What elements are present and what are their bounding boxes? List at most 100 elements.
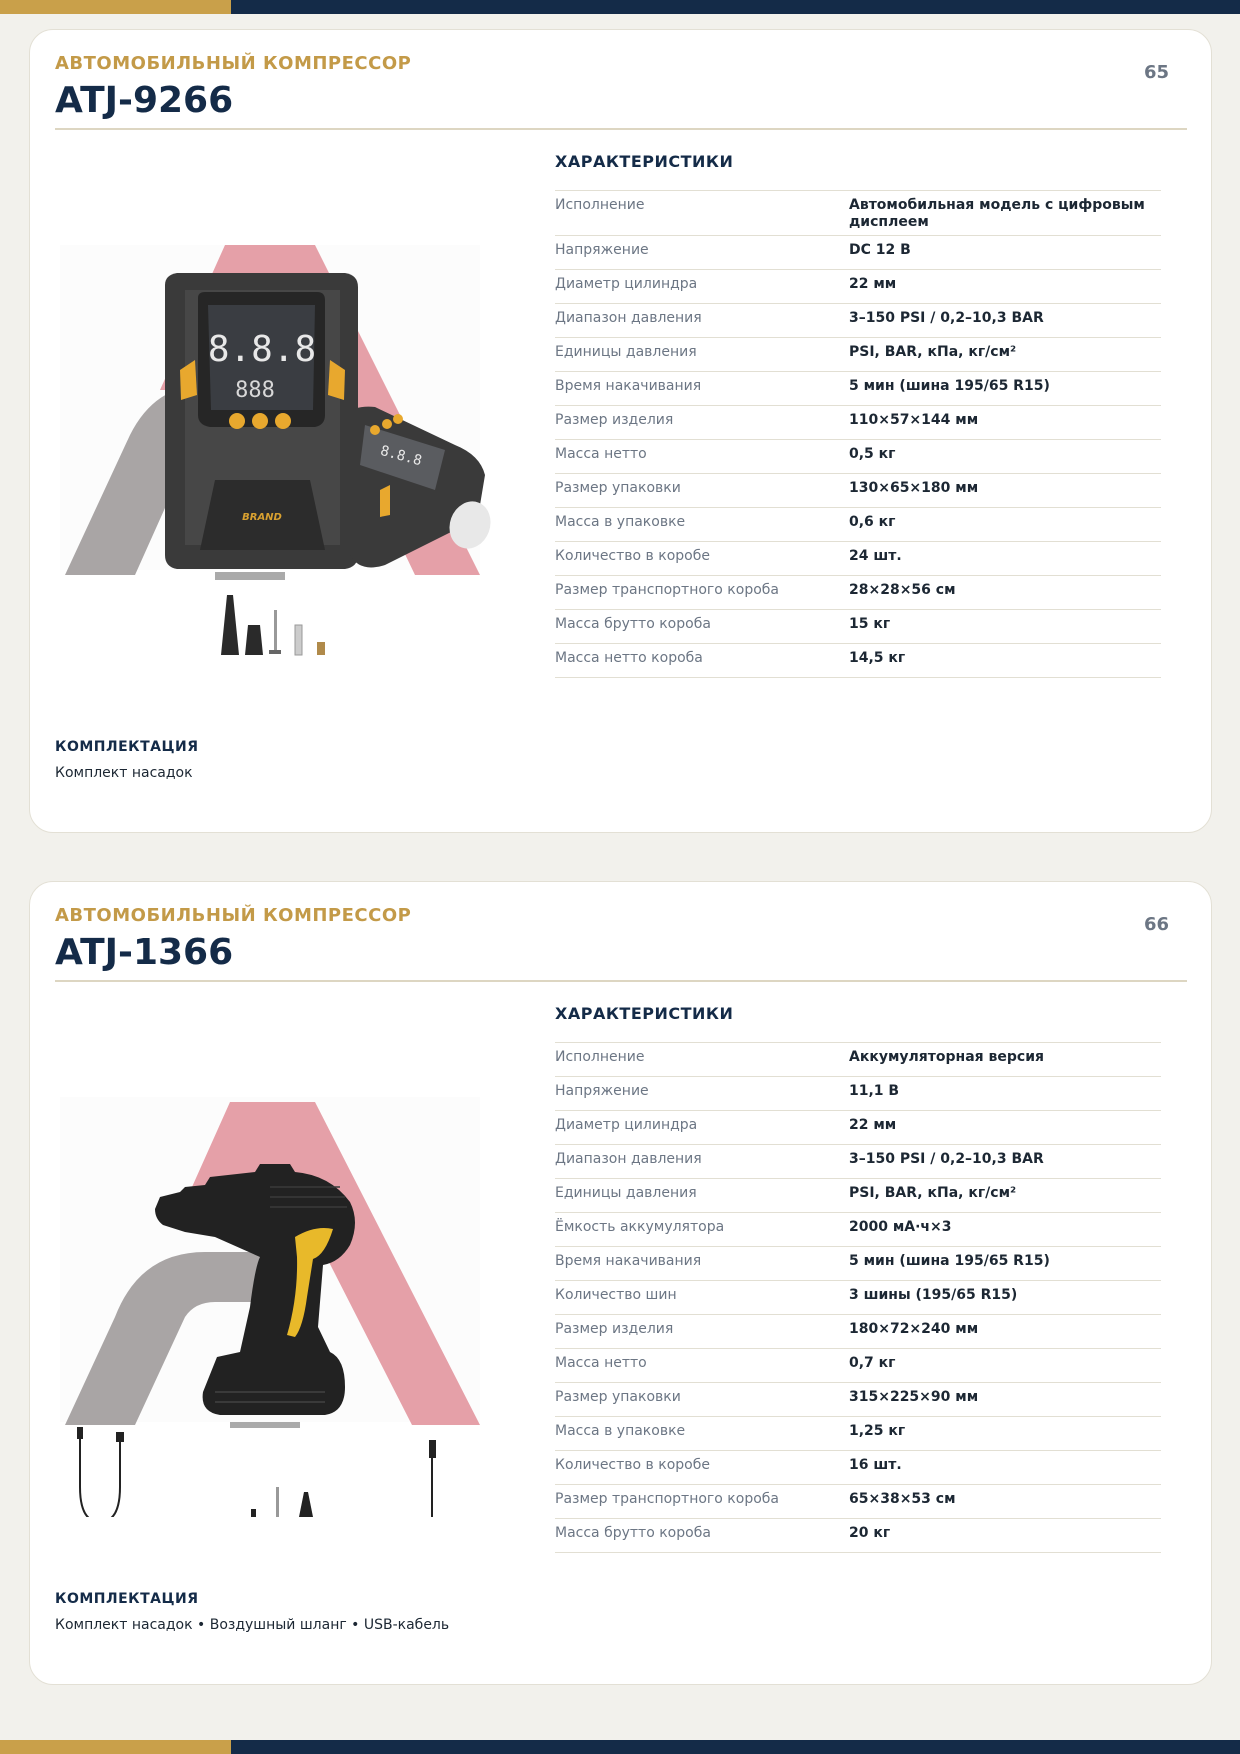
spec-key: Время накачивания: [555, 378, 702, 394]
spec-key: Время накачивания: [555, 1253, 702, 1269]
specs-section: ХАРАКТЕРИСТИКИ Исполнение Аккумуляторная …: [555, 1004, 1161, 1553]
header-divider: [55, 128, 1187, 130]
spec-value: 22 мм: [849, 276, 897, 292]
spec-value: DC 12 В: [849, 242, 911, 258]
spec-row: Время накачивания 5 мин (шина 195/65 R15): [555, 1246, 1161, 1281]
spec-key: Исполнение: [555, 197, 645, 213]
spec-value: PSI, BAR, кПа, кг/см²: [849, 344, 1017, 360]
spec-key: Единицы давления: [555, 1185, 697, 1201]
spec-value: Автомобильная модель с цифровым дисплеем: [849, 197, 1145, 230]
spec-value: 24 шт.: [849, 548, 902, 564]
bottom-bar-gold-segment: [0, 1740, 231, 1754]
kit-contents: Комплект насадок: [55, 765, 193, 781]
spec-key: Масса брутто короба: [555, 1525, 711, 1541]
specs-table: Исполнение Автомобильная модель с цифровы…: [555, 190, 1161, 678]
spec-row: Диаметр цилиндра 22 мм: [555, 269, 1161, 304]
nozzle-set-icon: [251, 1487, 313, 1517]
spec-row: Исполнение Автомобильная модель с цифровы…: [555, 190, 1161, 236]
usb-cable-icon: [77, 1427, 124, 1517]
spec-row: Исполнение Аккумуляторная версия: [555, 1042, 1161, 1077]
product-category: АВТОМОБИЛЬНЫЙ КОМПРЕССОР: [55, 905, 412, 926]
spec-row: Время накачивания 5 мин (шина 195/65 R15): [555, 371, 1161, 406]
spec-value: 3 шины (195/65 R15): [849, 1287, 1018, 1303]
spec-row: Диапазон давления 3–150 PSI / 0,2–10,3 BA…: [555, 1144, 1161, 1179]
spec-value: 2000 мА·ч×3: [849, 1219, 952, 1235]
brand-label: BRAND: [242, 512, 282, 523]
spec-row: Масса в упаковке 1,25 кг: [555, 1416, 1161, 1451]
spec-row: Масса нетто 0,5 кг: [555, 439, 1161, 474]
compressor-side-view-icon: 8.8.8: [345, 406, 491, 568]
svg-text:888: 888: [235, 378, 275, 403]
spec-row: Масса нетто короба 14,5 кг: [555, 643, 1161, 678]
cordless-compressor-gun-icon: [155, 1164, 355, 1428]
specs-section: ХАРАКТЕРИСТИКИ Исполнение Автомобильная м…: [555, 152, 1161, 678]
spec-row: Масса в упаковке 0,6 кг: [555, 507, 1161, 542]
spec-value: 1,25 кг: [849, 1423, 906, 1439]
spec-key: Масса нетто короба: [555, 650, 703, 666]
product-category: АВТОМОБИЛЬНЫЙ КОМПРЕССОР: [55, 53, 412, 74]
spec-key: Напряжение: [555, 1083, 649, 1099]
spec-key: Масса в упаковке: [555, 1423, 686, 1439]
spec-value: 3–150 PSI / 0,2–10,3 BAR: [849, 1151, 1044, 1167]
compressor-main-body-icon: 8.8.8 888 BRAND: [165, 273, 358, 580]
product-image: 8.8.8 888 BRAND 8.8.8: [55, 145, 520, 665]
spec-value: 315×225×90 мм: [849, 1389, 979, 1405]
header-divider: [55, 980, 1187, 982]
top-bar-gold-segment: [0, 0, 231, 14]
spec-key: Масса брутто короба: [555, 616, 711, 632]
spec-key: Масса в упаковке: [555, 514, 686, 530]
spec-key: Размер транспортного короба: [555, 582, 779, 598]
spec-value: 5 мин (шина 195/65 R15): [849, 1253, 1050, 1269]
spec-value: 0,7 кг: [849, 1355, 896, 1371]
specs-title: ХАРАКТЕРИСТИКИ: [555, 152, 734, 171]
bottom-bar-navy-segment: [231, 1740, 1240, 1754]
spec-key: Диапазон давления: [555, 1151, 702, 1167]
spec-value: 180×72×240 мм: [849, 1321, 979, 1337]
spec-key: Напряжение: [555, 242, 649, 258]
kit-contents: Комплект насадок • Воздушный шланг • USB…: [55, 1617, 450, 1633]
spec-key: Масса нетто: [555, 446, 647, 462]
nozzle-set-icon: [221, 595, 325, 656]
spec-value: 16 шт.: [849, 1457, 902, 1473]
product-image: [55, 997, 520, 1517]
spec-row: Ёмкость аккумулятора 2000 мА·ч×3: [555, 1212, 1161, 1247]
spec-row: Напряжение DC 12 В: [555, 235, 1161, 270]
spec-key: Ёмкость аккумулятора: [555, 1219, 725, 1235]
spec-key: Размер транспортного короба: [555, 1491, 779, 1507]
air-hose-icon: [429, 1440, 436, 1517]
spec-row: Напряжение 11,1 В: [555, 1076, 1161, 1111]
specs-title: ХАРАКТЕРИСТИКИ: [555, 1004, 734, 1023]
spec-key: Исполнение: [555, 1049, 645, 1065]
spec-value: PSI, BAR, кПа, кг/см²: [849, 1185, 1017, 1201]
kit-title: КОМПЛЕКТАЦИЯ: [55, 739, 199, 755]
spec-row: Единицы давления PSI, BAR, кПа, кг/см²: [555, 1178, 1161, 1213]
spec-key: Диаметр цилиндра: [555, 276, 698, 292]
spec-value: 20 кг: [849, 1525, 891, 1541]
bottom-color-bar: [0, 1740, 1240, 1754]
spec-value: 11,1 В: [849, 1083, 900, 1099]
spec-value: 14,5 кг: [849, 650, 906, 666]
spec-value: 5 мин (шина 195/65 R15): [849, 378, 1050, 394]
spec-value: 0,5 кг: [849, 446, 896, 462]
spec-value: Аккумуляторная версия: [849, 1049, 1044, 1065]
svg-text:8.8.8: 8.8.8: [208, 329, 316, 370]
kit-title: КОМПЛЕКТАЦИЯ: [55, 1591, 199, 1607]
product-model: ATJ-1366: [55, 932, 234, 973]
spec-row: Масса брутто короба 15 кг: [555, 609, 1161, 644]
spec-value: 15 кг: [849, 616, 891, 632]
spec-value: 0,6 кг: [849, 514, 896, 530]
spec-value: 130×65×180 мм: [849, 480, 979, 496]
